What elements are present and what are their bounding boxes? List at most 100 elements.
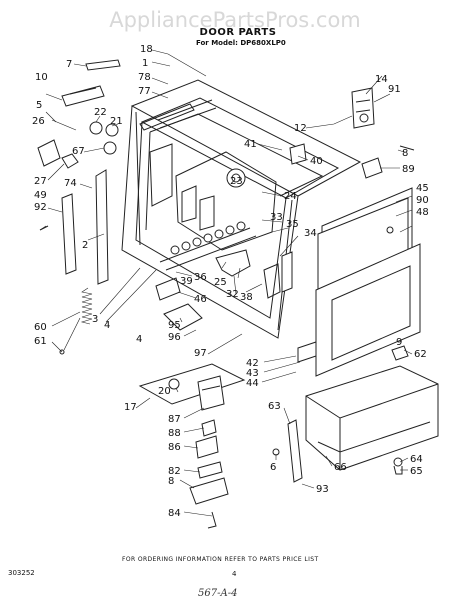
callout-45: 45 xyxy=(416,183,429,194)
part-10-handle xyxy=(61,85,105,107)
callout-2: 2 xyxy=(82,240,88,251)
callout-49: 49 xyxy=(34,190,47,201)
outer-door-panels xyxy=(281,187,421,377)
handwritten-note: 567-A-4 xyxy=(198,588,237,599)
part-89-clip xyxy=(361,157,383,179)
callout-25: 25 xyxy=(214,277,227,288)
part-14-latch xyxy=(351,87,375,129)
right-top-parts xyxy=(289,87,415,179)
callout-20: 20 xyxy=(158,386,171,397)
part-21-knob xyxy=(105,123,119,137)
callout-91: 91 xyxy=(388,84,401,95)
callout-39: 39 xyxy=(180,276,193,287)
callout-61: 61 xyxy=(34,336,47,347)
watermark: AppliancePartsPros.com xyxy=(109,8,361,32)
part-22-knob xyxy=(89,121,103,135)
page-number: 4 xyxy=(232,570,237,578)
callout-60: 60 xyxy=(34,322,47,333)
callout-5: 5 xyxy=(36,100,42,111)
callout-22: 22 xyxy=(94,107,107,118)
callout-4b: 4 xyxy=(136,334,142,345)
callout-10: 10 xyxy=(35,72,48,83)
callout-36: 36 xyxy=(194,272,207,283)
part-23-motor xyxy=(226,168,246,188)
callout-66: 66 xyxy=(334,462,347,473)
kick-panel-assembly xyxy=(272,345,439,483)
callout-4a: 4 xyxy=(104,320,110,331)
door-assembly-drawing xyxy=(121,79,362,339)
part-67-knob xyxy=(103,141,117,155)
callout-65: 65 xyxy=(410,466,423,477)
callout-43: 43 xyxy=(246,368,259,379)
callout-24: 24 xyxy=(284,191,297,202)
diagram-title: DOOR PARTS xyxy=(200,27,277,38)
callout-numbers: 18 1 78 77 7 10 5 26 22 21 67 27 74 49 9… xyxy=(32,44,429,519)
callout-7: 7 xyxy=(66,59,72,70)
switch-assembly xyxy=(138,363,246,529)
part-88-bushing xyxy=(201,419,217,437)
part-66-kick-panel xyxy=(305,365,439,471)
callout-96: 96 xyxy=(168,332,181,343)
part-49-side-strip xyxy=(61,193,77,275)
part-82-washer xyxy=(197,461,223,479)
callout-92: 92 xyxy=(34,202,47,213)
callout-14: 14 xyxy=(375,74,388,85)
callout-88: 88 xyxy=(168,428,181,439)
callout-90: 90 xyxy=(416,195,429,206)
callout-86: 86 xyxy=(168,442,181,453)
part-87-solenoid xyxy=(197,375,225,411)
callout-40: 40 xyxy=(310,156,323,167)
part-63-side-rail xyxy=(287,419,303,483)
latch-bracket xyxy=(215,249,251,277)
callout-26: 26 xyxy=(32,116,45,127)
part-2-side-trim xyxy=(95,169,109,285)
control-knobs-row xyxy=(170,221,246,255)
callout-48: 48 xyxy=(416,207,429,218)
left-side-parts xyxy=(37,59,121,355)
callout-41: 41 xyxy=(244,139,257,150)
callout-67: 67 xyxy=(72,146,85,157)
callout-42: 42 xyxy=(246,358,259,369)
callout-63: 63 xyxy=(268,401,281,412)
part-86-seal xyxy=(195,435,219,459)
callout-64: 64 xyxy=(410,454,423,465)
callout-8: 8 xyxy=(402,148,408,159)
callout-34: 34 xyxy=(304,228,317,239)
callout-21: 21 xyxy=(110,116,123,127)
callout-3: 3 xyxy=(92,314,98,325)
model-line: For Model: DP680XLP0 xyxy=(196,39,286,47)
callout-46: 46 xyxy=(194,294,207,305)
callout-38: 38 xyxy=(240,292,253,303)
callout-18: 18 xyxy=(140,44,153,55)
callout-8b: 8 xyxy=(168,476,174,487)
callout-84: 84 xyxy=(168,508,181,519)
callout-35: 35 xyxy=(286,219,299,230)
callout-62: 62 xyxy=(414,349,427,360)
part-26-bracket xyxy=(37,139,61,167)
callout-9: 9 xyxy=(396,337,402,348)
part-84-bracket xyxy=(189,477,229,505)
inner-door-liner xyxy=(135,97,340,319)
part-40-block xyxy=(289,143,307,165)
callout-95: 95 xyxy=(168,320,181,331)
leader-lines xyxy=(39,49,413,517)
callout-6: 6 xyxy=(270,462,276,473)
callout-27: 27 xyxy=(34,176,47,187)
callout-77: 77 xyxy=(138,86,151,97)
document-code: 303252 xyxy=(8,569,35,577)
callout-82: 82 xyxy=(168,466,181,477)
callout-12: 12 xyxy=(294,123,307,134)
part-17-plate xyxy=(138,363,246,405)
part-20-grommet xyxy=(168,378,180,390)
callout-23: 23 xyxy=(230,176,243,187)
callout-97: 97 xyxy=(194,348,207,359)
callout-17: 17 xyxy=(124,402,137,413)
ordering-note: FOR ORDERING INFORMATION REFER TO PARTS … xyxy=(122,556,319,563)
callout-74: 74 xyxy=(64,178,77,189)
callout-89: 89 xyxy=(402,164,415,175)
callout-87: 87 xyxy=(168,414,181,425)
callout-33: 33 xyxy=(270,212,283,223)
callout-1: 1 xyxy=(142,58,148,69)
callout-78: 78 xyxy=(138,72,151,83)
